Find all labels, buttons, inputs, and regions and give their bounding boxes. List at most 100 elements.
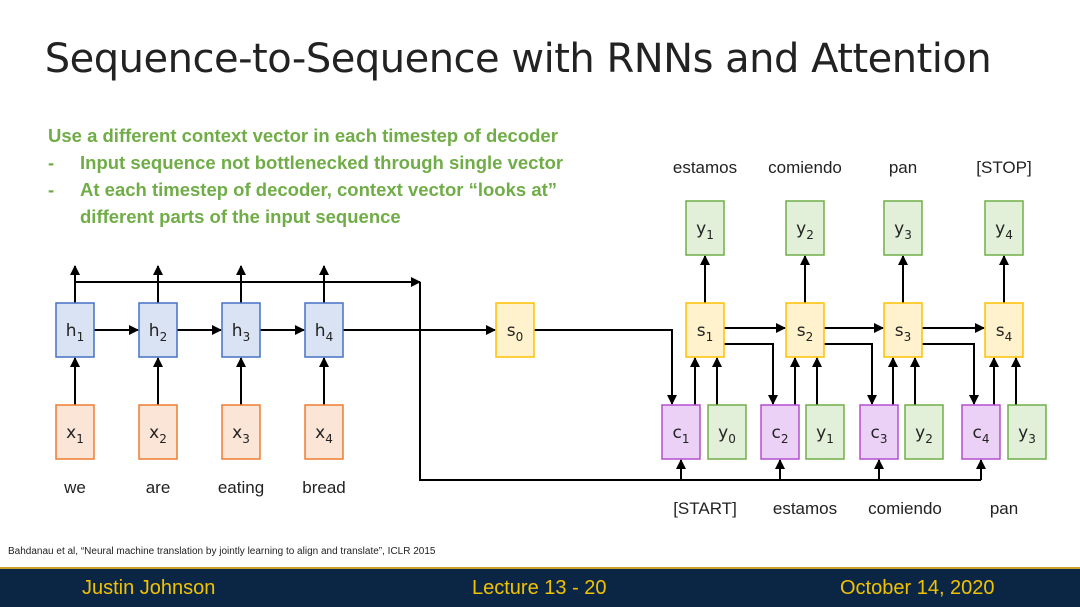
state-s4-box	[984, 302, 1024, 358]
context-c3-symbol: c	[871, 423, 880, 443]
input-x3: x3	[221, 404, 261, 460]
hidden-h4-box	[304, 302, 344, 358]
prev-output-y2-box	[904, 404, 944, 460]
hidden-h1: h1	[55, 302, 95, 358]
output-y1-label: y1	[696, 219, 714, 242]
input-word-3: eating	[218, 478, 264, 497]
state-s0-label: s0	[507, 321, 524, 344]
arrow-s1-to-c2	[724, 343, 778, 405]
footer-lecture: Lecture 13 - 20	[472, 577, 607, 599]
output-y4-box	[984, 200, 1024, 256]
prev-output-y1-label: y1	[816, 423, 834, 446]
context-c2-symbol: c	[772, 423, 781, 443]
state-s1: s1	[685, 302, 725, 358]
output-y1: y1	[685, 200, 725, 256]
state-s1-label: s1	[697, 321, 714, 344]
bus-to-contexts	[419, 282, 981, 481]
context-c1-subscript: 1	[682, 432, 690, 446]
input-x1-box	[55, 404, 95, 460]
context-c2: c2	[760, 404, 800, 460]
context-c1: c1	[661, 404, 701, 460]
bullet-item-2-line-2: different parts of the input sequence	[80, 206, 401, 227]
output-y3-subscript: 3	[904, 228, 912, 242]
input-x1-label: x1	[66, 423, 84, 446]
state-s3-label: s3	[895, 321, 912, 344]
arrow-s3-to-c4	[922, 343, 979, 405]
output-y1-subscript: 1	[706, 228, 714, 242]
input-x3-subscript: 3	[242, 432, 250, 446]
prev-output-y3-label: y3	[1018, 423, 1036, 446]
hidden-h4: h4	[304, 302, 344, 358]
context-c1-label: c1	[673, 423, 690, 446]
prev-output-y0-subscript: 0	[728, 432, 736, 446]
input-x2-symbol: x	[149, 423, 159, 443]
output-word-2: comiendo	[768, 158, 842, 177]
bullet-item-1-text: Input sequence not bottlenecked through …	[80, 152, 564, 173]
state-s2-subscript: 2	[806, 330, 814, 344]
state-s4-label: s4	[996, 321, 1013, 344]
state-s0-box	[495, 302, 535, 358]
hidden-h3: h3	[221, 302, 261, 358]
context-c4-subscript: 4	[982, 432, 990, 446]
state-s0-symbol: s	[507, 321, 516, 341]
output-y4-label: y4	[995, 219, 1013, 242]
state-s3-box	[883, 302, 923, 358]
input-x3-symbol: x	[232, 423, 242, 443]
context-c2-subscript: 2	[781, 432, 789, 446]
input-x1-symbol: x	[66, 423, 76, 443]
state-s2-symbol: s	[797, 321, 806, 341]
state-s2-box	[785, 302, 825, 358]
prev-output-y3: y3	[1007, 404, 1047, 460]
hidden-h1-symbol: h	[66, 321, 77, 341]
prev-output-y0-label: y0	[718, 423, 736, 446]
state-s1-symbol: s	[697, 321, 706, 341]
input-x3-label: x3	[232, 423, 250, 446]
hidden-h2: h2	[138, 302, 178, 358]
context-c4-symbol: c	[973, 423, 982, 443]
state-s4-symbol: s	[996, 321, 1005, 341]
context-c3: c3	[859, 404, 899, 460]
hidden-h4-label: h4	[315, 321, 333, 344]
state-s4: s4	[984, 302, 1024, 358]
decoder-input-word-4: pan	[990, 499, 1018, 518]
hidden-h4-symbol: h	[315, 321, 326, 341]
bullet-dash: -	[48, 152, 55, 173]
input-x1: x1	[55, 404, 95, 460]
hidden-h2-label: h2	[149, 321, 167, 344]
prev-output-y3-box	[1007, 404, 1047, 460]
output-word-3: pan	[889, 158, 917, 177]
input-x3-box	[221, 404, 261, 460]
input-word-1: we	[63, 478, 86, 497]
context-c1-box	[661, 404, 701, 460]
prev-output-y0: y0	[707, 404, 747, 460]
input-x4-box	[304, 404, 344, 460]
prev-output-y3-symbol: y	[1018, 423, 1028, 443]
context-c3-label: c3	[871, 423, 888, 446]
hidden-h2-symbol: h	[149, 321, 160, 341]
bullet-item-1: - Input sequence not bottlenecked throug…	[48, 149, 563, 176]
state-s3-symbol: s	[895, 321, 904, 341]
state-s1-box	[685, 302, 725, 358]
output-y3: y3	[883, 200, 923, 256]
output-y2-subscript: 2	[806, 228, 814, 242]
prev-output-y2-subscript: 2	[925, 432, 933, 446]
hidden-h2-subscript: 2	[160, 330, 168, 344]
output-y4-subscript: 4	[1005, 228, 1013, 242]
bullet-list: Use a different context vector in each t…	[48, 122, 563, 230]
output-word-1: estamos	[673, 158, 737, 177]
context-c2-label: c2	[772, 423, 789, 446]
output-y2-label: y2	[796, 219, 814, 242]
output-y1-box	[685, 200, 725, 256]
hidden-h2-box	[138, 302, 178, 358]
input-word-2: are	[146, 478, 171, 497]
prev-output-y0-box	[707, 404, 747, 460]
hidden-h4-subscript: 4	[326, 330, 334, 344]
prev-output-y0-symbol: y	[718, 423, 728, 443]
hidden-h3-symbol: h	[232, 321, 243, 341]
hidden-h3-label: h3	[232, 321, 250, 344]
hidden-h1-box	[55, 302, 95, 358]
arrow-s2-to-c3	[824, 343, 877, 405]
